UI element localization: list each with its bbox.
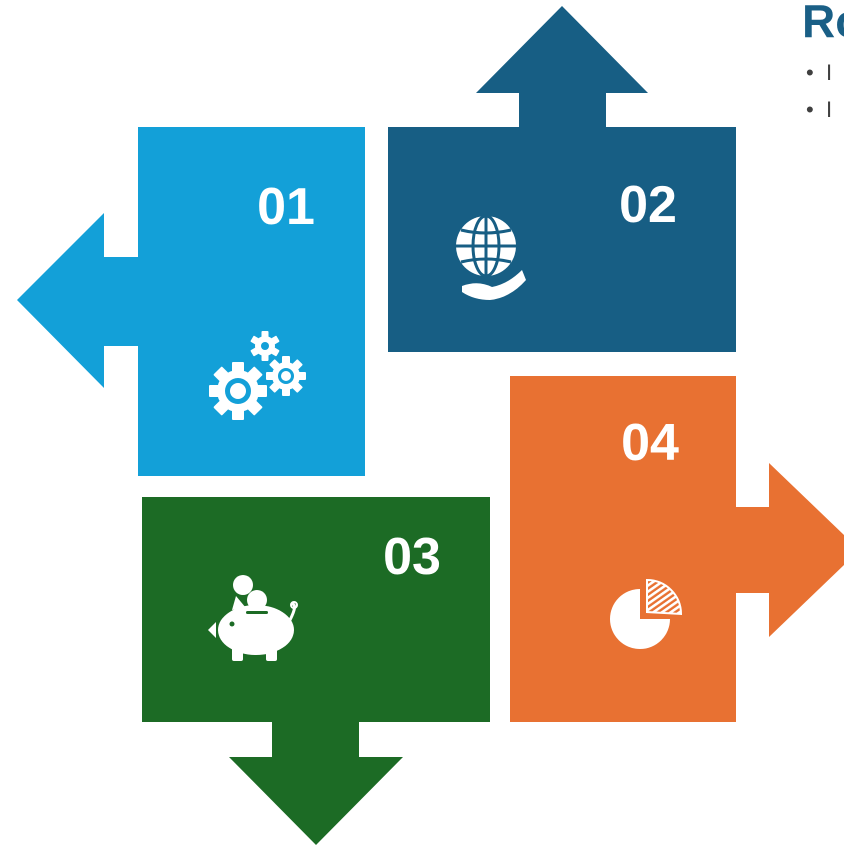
gears-icon: [209, 331, 306, 420]
step-01: 01: [17, 127, 365, 476]
step-03-shape: [142, 497, 490, 845]
step-03-number: 03: [383, 528, 441, 586]
step-02-shape: [388, 6, 736, 352]
slide-title: Ro: [802, 0, 844, 47]
step-03: 03: [142, 497, 490, 845]
globe-in-hand-icon: [456, 214, 526, 300]
pie-chart-icon: [610, 578, 683, 649]
step-04: 04: [510, 376, 844, 722]
bullet-list: I I: [806, 60, 832, 134]
piggy-bank-icon: [208, 575, 298, 661]
step-02: 02: [388, 6, 736, 352]
step-02-number: 02: [619, 176, 677, 234]
step-01-number: 01: [257, 178, 315, 236]
step-04-number: 04: [621, 414, 679, 472]
step-04-shape: [510, 376, 844, 722]
bullet-item: I: [806, 60, 832, 97]
bullet-item: I: [806, 97, 832, 134]
